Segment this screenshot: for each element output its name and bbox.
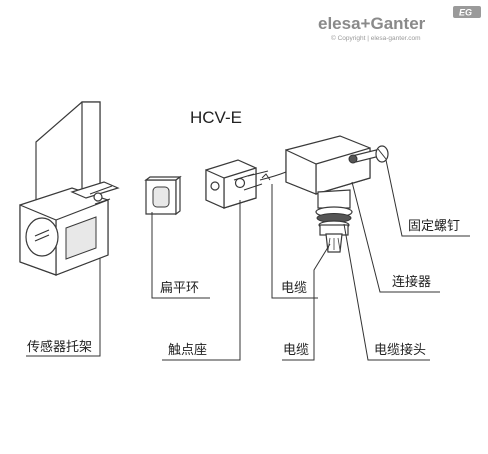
label-contact-base: 触点座 bbox=[168, 343, 207, 358]
label-flat-ring: 扁平环 bbox=[160, 281, 199, 296]
flat-ring bbox=[144, 175, 182, 216]
diagram-title: HCV-E bbox=[190, 108, 242, 127]
label-fixing-screw: 固定螺钉 bbox=[408, 219, 460, 234]
brand-badge: EG bbox=[459, 8, 472, 18]
connector-assembly bbox=[259, 135, 389, 253]
label-connector: 连接器 bbox=[392, 274, 431, 290]
sensor-bracket bbox=[19, 101, 120, 276]
label-cable-connector: 电缆接头 bbox=[374, 342, 426, 358]
label-sensor-bracket: 传感器托架 bbox=[27, 339, 92, 355]
label-cable-lower: 电缆 bbox=[283, 342, 309, 358]
contact-base bbox=[205, 159, 269, 209]
brand-logo: elesa+Ganter EG © Copyright | elesa-gant… bbox=[318, 6, 481, 42]
label-cable-upper: 电缆 bbox=[281, 280, 307, 296]
leader-lines bbox=[26, 159, 470, 361]
brand-copyright: © Copyright | elesa-ganter.com bbox=[331, 34, 421, 42]
brand-name: elesa+Ganter bbox=[318, 14, 426, 33]
brand-badge-bg bbox=[453, 6, 481, 18]
